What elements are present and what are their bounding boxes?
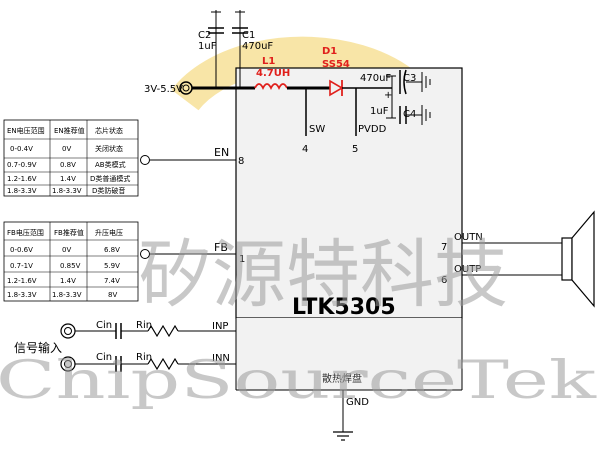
c2-ref: C2 <box>198 30 211 41</box>
fb-table-header: FB推荐值 <box>54 228 84 237</box>
signal-input-label: 信号输入 <box>14 340 62 355</box>
d1-value: SS54 <box>322 59 350 70</box>
fb-table-header: 升压电压 <box>95 228 123 237</box>
en-table-header: 芯片状态 <box>95 126 123 135</box>
speaker-icon <box>561 210 595 308</box>
gnd-label: GND <box>346 397 369 408</box>
fb-table-cell: 0-0.6V <box>10 246 33 254</box>
en-table-cell: 0.8V <box>60 161 76 169</box>
fb-table-cell: 0.7-1V <box>10 262 33 270</box>
thermal-pad-label: 散热焊盘 <box>322 372 362 385</box>
pin-5-number: 6 <box>441 275 447 286</box>
en-table-cell: 1.8-3.3V <box>52 187 82 195</box>
fb-table-cell: 0V <box>62 246 71 254</box>
fb-table-cell: 1.8-3.3V <box>7 291 37 299</box>
fb-table-header: FB电压范围 <box>7 228 44 237</box>
fb-label: FB <box>214 241 228 254</box>
pvdd-label: PVDD <box>358 124 387 135</box>
fb-table-cell: 5.9V <box>104 262 120 270</box>
resistor-rin-n <box>147 357 179 371</box>
c1-ref: C1 <box>242 30 255 41</box>
pin-1-number: 1 <box>239 254 245 265</box>
c3-ref: C3 <box>403 73 416 84</box>
pin-4-number: 7 <box>441 242 447 253</box>
l1-ref: L1 <box>262 56 275 67</box>
en-table-header: EN推荐值 <box>54 126 85 135</box>
en-table-cell: AB类模式 <box>95 160 126 169</box>
supply-voltage-label: 3V-5.5V <box>144 84 183 95</box>
cin-label: Cin <box>96 352 112 363</box>
pin-3-number: 5 <box>352 144 358 155</box>
en-table-cell: D类防破音 <box>92 186 125 195</box>
en-label: EN <box>214 146 229 159</box>
c2-value: 1uF <box>198 41 217 52</box>
watermark-cn: 矽源特科技 <box>138 232 508 318</box>
fb-table-cell: 8V <box>108 291 117 299</box>
en-table-cell: 关闭状态 <box>95 144 123 153</box>
inp-label: INP <box>212 321 228 332</box>
cin-label: Cin <box>96 320 112 331</box>
outn-label: OUTN <box>454 232 483 243</box>
watermark-en: ChipSourceTek <box>0 351 597 411</box>
pin-8-number: 8 <box>238 156 244 167</box>
en-table-cell: 1.8-3.3V <box>7 187 37 195</box>
input-terminal-inp <box>60 323 76 339</box>
en-table: EN电压范围 EN推荐值 芯片状态 0-0.4V 0V 关闭状态 0.7-0.9… <box>3 119 139 197</box>
en-table-cell: 0-0.4V <box>10 145 33 153</box>
fb-table: FB电压范围 FB推荐值 升压电压 0-0.6V 0V 6.8V 0.7-1V … <box>3 221 139 302</box>
en-table-cell: 1.2-1.6V <box>7 175 37 183</box>
en-table-cell: 1.4V <box>60 175 76 183</box>
resistor-rin-p <box>147 324 179 338</box>
inn-label: INN <box>212 353 230 364</box>
inductor-l1 <box>254 83 288 91</box>
c3-plus: + <box>384 90 392 101</box>
l1-value: 4.7UH <box>256 68 290 79</box>
pin-2-number: 4 <box>302 144 308 155</box>
en-table-cell: 0.7-0.9V <box>7 161 37 169</box>
fb-table-cell: 6.8V <box>104 246 120 254</box>
fb-table-cell: 7.4V <box>104 277 120 285</box>
chip-part-number: LTK5305 <box>292 295 396 320</box>
chip-body <box>235 67 463 319</box>
en-table-cell: D类普通模式 <box>90 174 130 183</box>
rin-label: Rin <box>136 352 152 363</box>
c1-value: 470uF <box>242 41 273 52</box>
fb-table-cell: 1.8-3.3V <box>52 291 82 299</box>
en-table-cell: 0V <box>62 145 71 153</box>
c3-value: 470uF <box>360 73 391 84</box>
rin-label: Rin <box>136 320 152 331</box>
fb-table-cell: 1.2-1.6V <box>7 277 37 285</box>
outp-label: OUTP <box>454 264 481 275</box>
diode-d1 <box>329 79 344 97</box>
fb-table-cell: 1.4V <box>60 277 76 285</box>
sw-label: SW <box>309 124 325 135</box>
ground-icon <box>333 431 353 441</box>
fb-table-cell: 0.85V <box>60 262 81 270</box>
en-table-header: EN电压范围 <box>7 126 45 135</box>
thermal-pad <box>236 318 462 390</box>
d1-ref: D1 <box>322 46 337 57</box>
c4-value: 1uF <box>370 106 389 117</box>
